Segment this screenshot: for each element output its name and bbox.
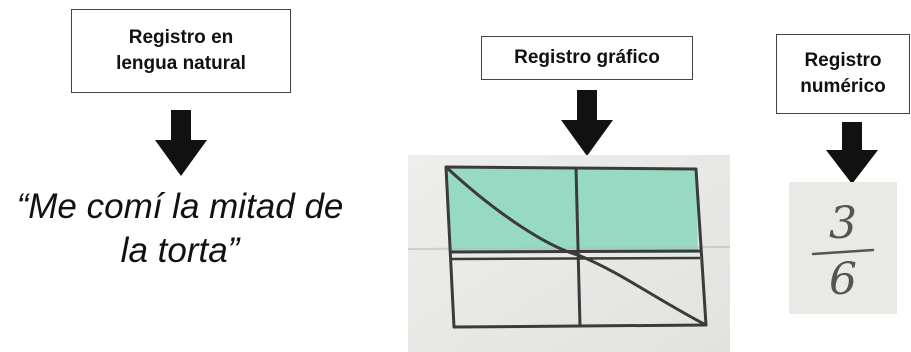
label-natural-language: Registro en lengua natural xyxy=(71,9,291,93)
arrow-down-icon xyxy=(155,110,207,176)
arrow-down-icon xyxy=(561,90,613,156)
graphic-register-drawing xyxy=(408,155,730,352)
fraction-numerator: 3 xyxy=(829,198,857,249)
natural-language-quote: “Me comí la mitad de la torta” xyxy=(0,185,360,273)
label-numeric: Registro numérico xyxy=(776,34,910,114)
quote-line-2: la torta” xyxy=(120,231,240,270)
numeric-register-photo: 3 6 xyxy=(789,182,897,314)
arrow-down-icon xyxy=(826,122,878,184)
quote-line-1: “Me comí la mitad de xyxy=(16,187,344,226)
label-graphic: Registro gráfico xyxy=(481,36,693,80)
fraction-denominator: 6 xyxy=(829,254,857,305)
